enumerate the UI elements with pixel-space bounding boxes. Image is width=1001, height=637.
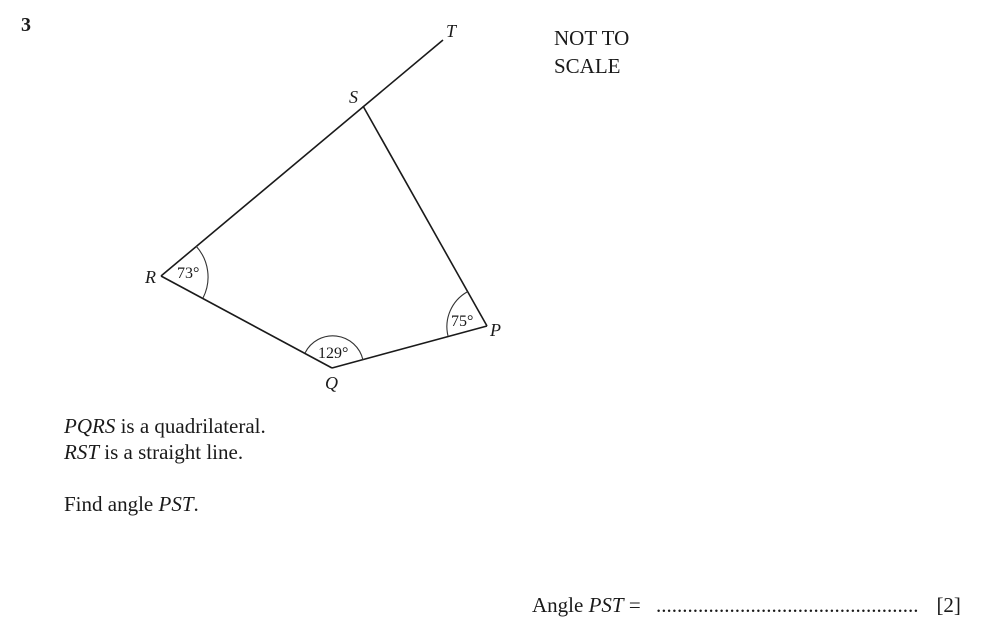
not-to-scale-line-1: NOT TO (554, 26, 630, 50)
angle-arc-r (195, 245, 209, 299)
angle-label-r: 73° (177, 265, 199, 282)
line-rst (160, 39, 444, 277)
angle-arc-p (446, 291, 468, 337)
point-label-q: Q (325, 373, 338, 393)
answer-line: Angle PST = ............................… (532, 593, 961, 618)
side-pq (331, 325, 488, 369)
statement-straight-line: RST is a straight line. (64, 440, 244, 464)
angle-label-q: 129° (318, 345, 348, 362)
marks-badge: [2] (936, 593, 961, 617)
point-label-p: P (489, 320, 501, 340)
point-label-s: S (349, 87, 358, 107)
not-to-scale-line-2: SCALE (554, 54, 621, 78)
question-statements: PQRS is a quadrilateral. RST is a straig… (64, 413, 266, 517)
task-instruction: Find angle PST. (64, 492, 199, 516)
point-label-t: T (446, 21, 458, 41)
angle-arc-q (304, 335, 364, 361)
answer-equals: = (623, 593, 646, 617)
side-qr (160, 275, 333, 369)
answer-field[interactable]: ........................................… (655, 593, 919, 617)
answer-angle-name: PST (588, 593, 624, 617)
angle-label-p: 75° (451, 313, 473, 330)
answer-prefix: Angle (532, 593, 589, 617)
not-to-scale-note: NOT TO SCALE (554, 24, 629, 80)
question-number: 3 (21, 14, 31, 36)
point-label-r: R (144, 267, 156, 287)
statement-quadrilateral: PQRS is a quadrilateral. (64, 414, 266, 438)
side-sp (362, 105, 488, 327)
